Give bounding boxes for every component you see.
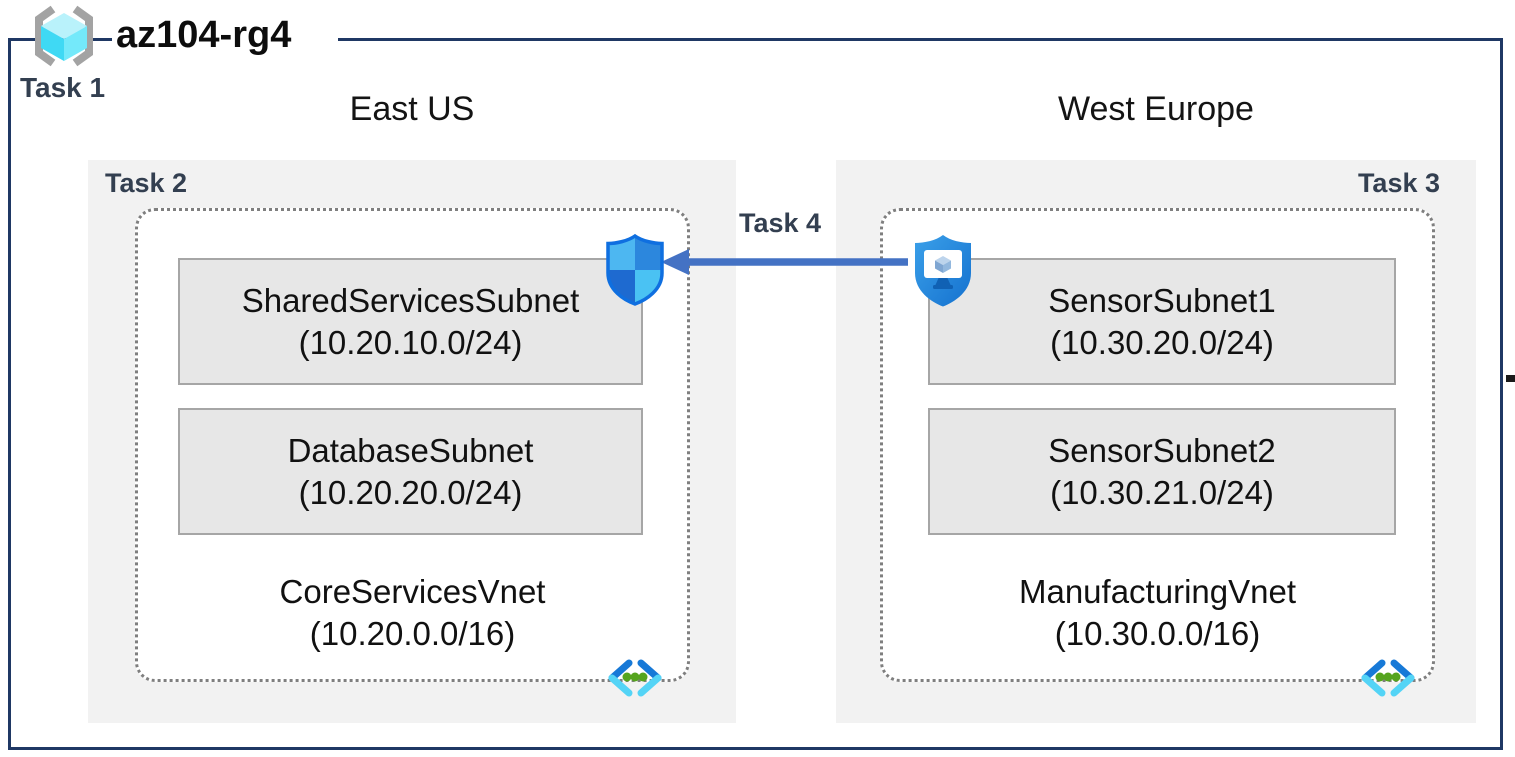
task2-label: Task 2 <box>105 168 188 198</box>
subnet-name: SensorSubnet2 <box>1048 431 1276 469</box>
vnet-label-east: CoreServicesVnet (10.20.0.0/16) <box>138 571 687 655</box>
region-panel-east: Task 2 SharedServicesSubnet (10.20.10.0/… <box>88 160 736 723</box>
region-label-east: East US <box>349 90 475 128</box>
task4-label: Task 4 <box>738 208 822 238</box>
virtual-network-icon <box>1361 659 1415 697</box>
subnet-name: SharedServicesSubnet <box>241 281 580 319</box>
vnet-label-west: ManufacturingVnet (10.30.0.0/16) <box>883 571 1432 655</box>
subnet-name: SensorSubnet1 <box>1048 281 1276 319</box>
peering-arrow <box>661 249 908 275</box>
task1-label: Task 1 <box>20 72 106 103</box>
vnet-cidr: (10.20.0.0/16) <box>309 615 516 652</box>
subnet-cidr: (10.30.20.0/24) <box>1050 323 1274 361</box>
virtual-network-icon <box>608 659 662 697</box>
vnet-cidr: (10.30.0.0/16) <box>1054 615 1261 652</box>
resource-group-boundary <box>8 38 1503 750</box>
subnet-box-sharedservices: SharedServicesSubnet (10.20.10.0/24) <box>178 258 643 385</box>
subnet-cidr: (10.20.20.0/24) <box>298 473 523 511</box>
subnet-box-database: DatabaseSubnet (10.20.20.0/24) <box>178 408 643 535</box>
vnet-boundary-west: SensorSubnet1 (10.30.20.0/24) SensorSubn… <box>880 208 1435 697</box>
subnet-cidr: (10.30.21.0/24) <box>1050 473 1274 511</box>
resource-group-icon <box>35 5 93 67</box>
vnet-boundary-east: SharedServicesSubnet (10.20.10.0/24) Dat… <box>135 208 690 697</box>
subnet-box-sensor2: SensorSubnet2 (10.30.21.0/24) <box>928 408 1396 535</box>
edge-tick-mark <box>1506 375 1515 382</box>
resource-group-title: az104-rg4 <box>116 14 292 56</box>
vnet-name: ManufacturingVnet <box>1018 573 1296 610</box>
nsg-shield-icon <box>606 233 664 306</box>
bastion-shield-icon <box>915 235 971 307</box>
vnet-name: CoreServicesVnet <box>279 573 546 610</box>
subnet-name: DatabaseSubnet <box>287 431 534 469</box>
region-panel-west: Task 3 SensorSubnet1 (10.30.20.0/24) Sen… <box>836 160 1476 723</box>
region-label-west: West Europe <box>1058 90 1254 128</box>
subnet-box-sensor1: SensorSubnet1 (10.30.20.0/24) <box>928 258 1396 385</box>
task3-label: Task 3 <box>1357 168 1440 198</box>
subnet-cidr: (10.20.10.0/24) <box>298 323 523 361</box>
title-border-mask <box>112 32 338 48</box>
